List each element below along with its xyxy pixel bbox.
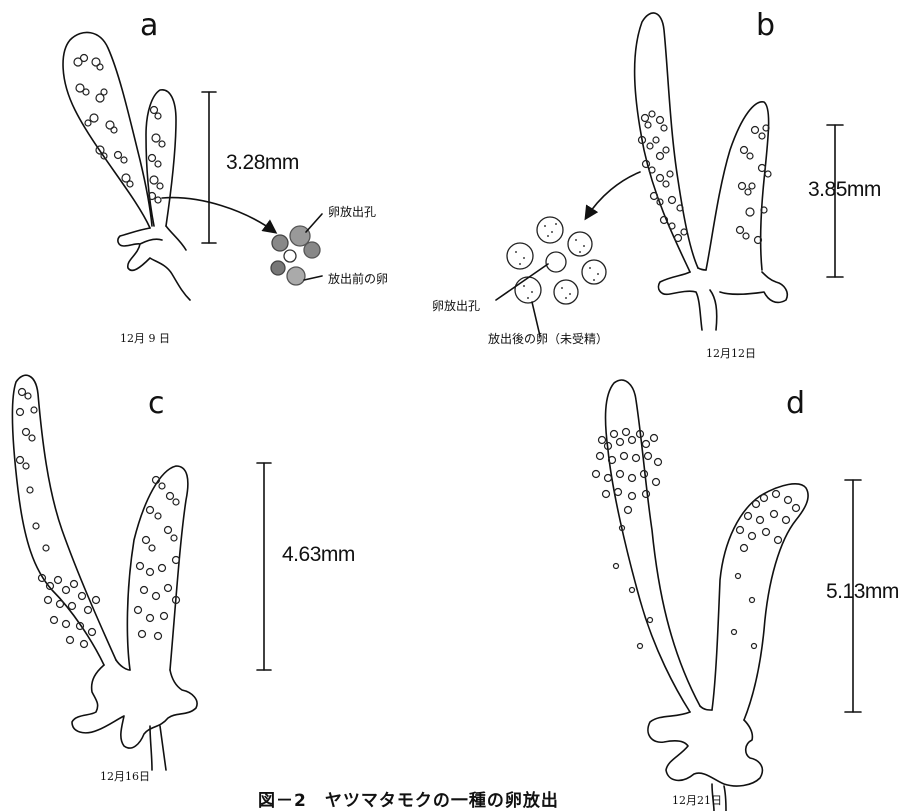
panel-b-pore-label: 卵放出孔: [432, 297, 480, 314]
panel-d-date: 12月21日: [672, 792, 722, 808]
panel-c-letter: c: [148, 386, 165, 421]
panel-d-branch-left: [606, 380, 700, 712]
figure-caption: 図－2 ヤツマタモクの一種の卵放出: [258, 786, 559, 811]
panel-b-arrow: [586, 172, 640, 218]
panel-a-receptacles: [74, 55, 165, 204]
panel-b-drawing: [496, 13, 843, 336]
panel-d-letter: d: [786, 386, 805, 421]
panel-a-date: 12月 9 日: [120, 330, 170, 346]
panel-c-date: 12月16日: [100, 768, 150, 784]
panel-a-pore-label: 卵放出孔: [328, 203, 376, 220]
panel-b-egg-label: 放出後の卵（未受精）: [488, 330, 608, 347]
panel-a-branch-left: [63, 32, 152, 228]
panel-b-letter: b: [756, 8, 775, 43]
panel-a-magnified-cluster: [271, 226, 320, 285]
panel-b-magnified-rosette: [507, 217, 606, 304]
panel-c-drawing: [12, 375, 271, 770]
panel-d-scale-label: 5.13mm: [826, 580, 899, 604]
panel-a-arrow: [162, 198, 275, 232]
panel-d-branch-right: [712, 484, 808, 720]
panel-d-drawing: [593, 380, 862, 811]
panel-a-holdfast: [118, 226, 190, 300]
panel-a-scale-bar: [202, 92, 216, 243]
panel-a-egg-label: 放出前の卵: [328, 270, 388, 287]
panel-b-date: 12月12日: [706, 345, 756, 361]
panel-c-holdfast: [72, 660, 197, 770]
panel-a-pore-leader: [306, 214, 322, 232]
panel-a-egg-leader: [304, 276, 322, 280]
panel-a-scale-label: 3.28mm: [226, 151, 299, 175]
panel-a-letter: a: [140, 8, 158, 43]
panel-b-scale-label: 3.85mm: [808, 178, 881, 202]
panel-b-holdfast: [658, 268, 787, 330]
panel-b-receptacles: [639, 111, 772, 244]
panel-c-scale-label: 4.63mm: [282, 543, 355, 567]
panel-b-branch-right: [706, 102, 769, 270]
panel-c-scale-bar: [257, 463, 271, 670]
